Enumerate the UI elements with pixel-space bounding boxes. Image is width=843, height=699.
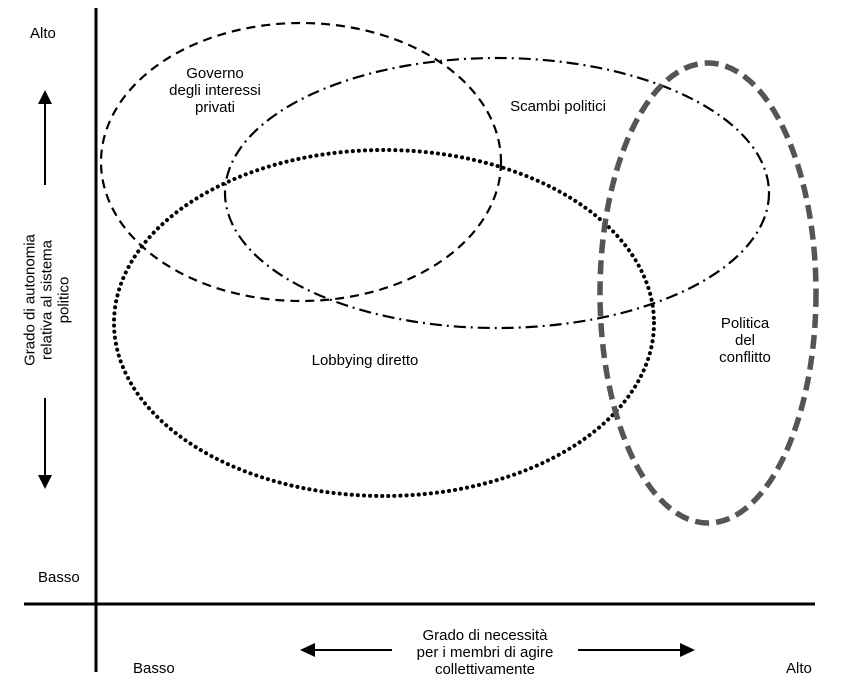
x-axis-low-label: Basso (133, 660, 175, 677)
label-governo: Governo degli interessi privati (169, 65, 261, 116)
x-axis-high-label: Alto (786, 660, 812, 677)
ellipse-scambi (223, 56, 771, 330)
y-axis-low-label: Basso (38, 569, 80, 586)
ellipse-conflitto (597, 60, 819, 526)
y-arrow-down (38, 398, 52, 489)
x-arrow-right (578, 643, 695, 657)
ellipse-lobbying (112, 148, 656, 498)
y-axis-high-label: Alto (30, 25, 56, 42)
x-arrow-left (300, 643, 392, 657)
ellipse-governo (99, 21, 503, 303)
label-scambi: Scambi politici (510, 98, 606, 115)
y-arrow-up (38, 90, 52, 185)
label-conflitto: Politica del conflitto (719, 315, 771, 366)
x-axis-title: Grado di necessità per i membri di agire… (416, 627, 554, 678)
y-axis-title-text: Grado di autonomia relativa al sistema p… (21, 234, 73, 366)
label-lobbying: Lobbying diretto (311, 352, 419, 369)
